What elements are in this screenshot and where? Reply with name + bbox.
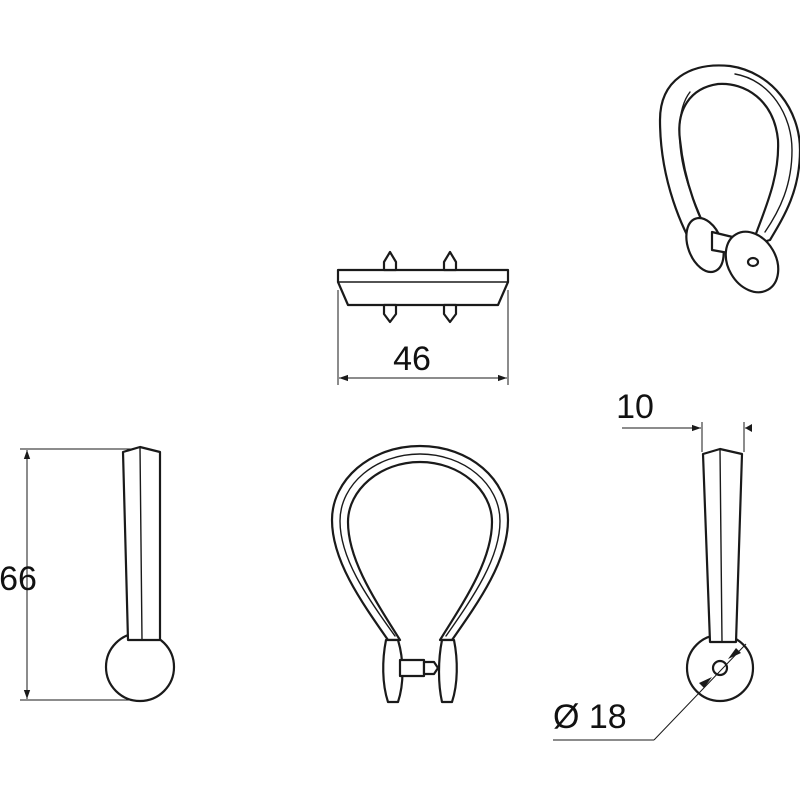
right-shank xyxy=(701,447,744,644)
iso-band-inner-line xyxy=(734,73,793,233)
front-washer-left xyxy=(382,638,404,704)
dim-width-label: 46 xyxy=(393,340,431,378)
left-ball xyxy=(104,631,176,703)
top-tab-3 xyxy=(382,303,398,324)
dim-diameter-arrow-1 xyxy=(699,677,712,688)
isometric-view xyxy=(658,64,800,294)
top-tab-2 xyxy=(442,250,458,272)
top-view-body xyxy=(336,268,510,307)
dim-diameter-arrow-2 xyxy=(728,648,741,659)
dim-diameter-leader xyxy=(653,643,747,741)
front-ring-midline xyxy=(339,453,501,637)
left-shank-ridge xyxy=(139,446,143,641)
front-view xyxy=(330,444,510,704)
right-disc-hole xyxy=(711,659,729,677)
top-tab-4 xyxy=(442,303,458,324)
right-shank-ridge xyxy=(719,448,723,643)
left-side-view: 66 xyxy=(0,445,176,703)
dim-thickness-label: 10 xyxy=(616,388,654,426)
right-side-view: 10 Ø 18 xyxy=(553,388,755,741)
iso-band xyxy=(658,64,800,260)
dim-thickness-arrow-right xyxy=(745,424,752,432)
top-view: 46 xyxy=(336,250,510,385)
dim-height-label: 66 xyxy=(0,560,37,598)
dim-diameter-label: Ø 18 xyxy=(553,698,627,736)
front-pin xyxy=(398,658,426,678)
front-ring xyxy=(330,444,510,642)
front-washer-right xyxy=(437,638,458,704)
top-tab-1 xyxy=(382,250,398,272)
front-pin-tip xyxy=(422,660,440,676)
iso-disc-hole xyxy=(746,256,760,268)
